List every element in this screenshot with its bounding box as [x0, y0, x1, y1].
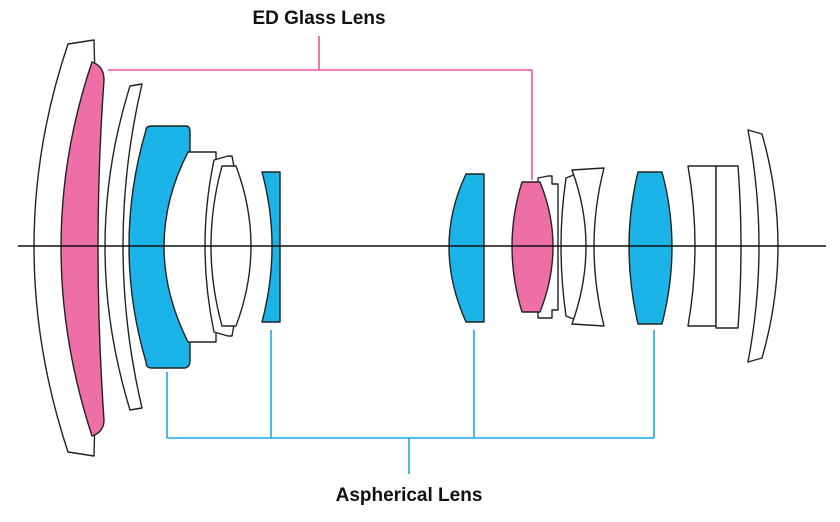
lens-element-aspherical-4 [628, 171, 673, 325]
aspherical-leader [166, 330, 655, 474]
lens-element-meniscus-2 [163, 151, 217, 343]
lens-element-ed-glass-1 [60, 61, 105, 437]
lens-element-biconcave [571, 167, 605, 327]
lens-element-aspherical-2 [261, 171, 281, 323]
lens-element-aspherical-3 [448, 173, 485, 323]
lens-element-ed-glass-2 [511, 181, 554, 313]
ed-glass-label: ED Glass Lens [252, 8, 386, 29]
lens-element-rear-2 [715, 165, 742, 329]
lens-element-thin-meniscus [104, 83, 143, 411]
aspherical-label: Aspherical Lens [335, 485, 483, 506]
ed-glass-leader [108, 36, 533, 180]
